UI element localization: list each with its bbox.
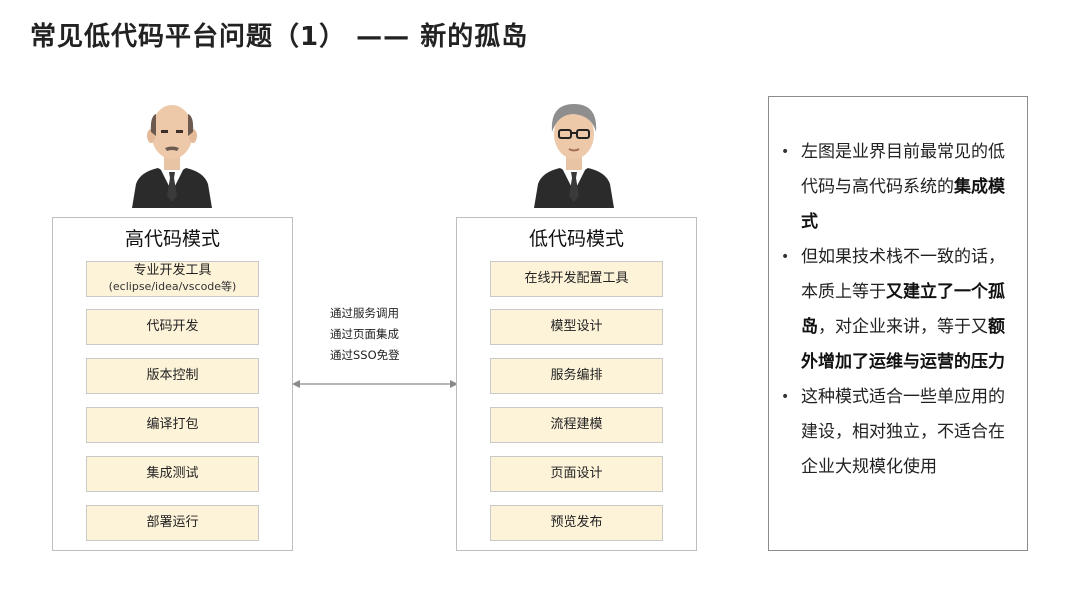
step-label: 在线开发配置工具	[524, 271, 629, 286]
note-bullet-1: • 左图是业界目前最常见的低代码与高代码系统的集成模式	[779, 135, 1013, 240]
double-arrow-icon	[292, 376, 458, 395]
step-label: 集成测试	[146, 466, 199, 481]
note-text: ，对企业来讲，等于又	[818, 317, 988, 337]
low-code-step-service-orchestration: 服务编排	[490, 358, 663, 394]
notes-box: • 左图是业界目前最常见的低代码与高代码系统的集成模式 • 但如果技术栈不一致的…	[768, 96, 1028, 551]
high-code-step-version-control: 版本控制	[86, 358, 259, 394]
low-code-avatar	[532, 96, 616, 208]
step-label: 流程建模	[550, 417, 603, 432]
note-text: 这种模式适合一些单应用的建设，相对独立，不适合在企业大规模化使用	[801, 387, 1005, 477]
step-label: 版本控制	[146, 368, 199, 383]
step-label: 模型设计	[550, 319, 603, 334]
step-label: 代码开发	[146, 319, 199, 334]
integration-method-page: 通过页面集成	[330, 327, 399, 341]
step-label: 编译打包	[146, 417, 199, 432]
high-code-step-deploy: 部署运行	[86, 505, 259, 541]
integration-method-service: 通过服务调用	[330, 306, 399, 320]
businessman-with-glasses-icon	[534, 104, 614, 208]
slide-title: 常见低代码平台问题（1） —— 新的孤岛	[30, 22, 529, 52]
bullet-dot-icon: •	[781, 389, 790, 405]
note-text: 左图是业界目前最常见的低代码与高代码系统的	[801, 142, 1005, 197]
high-code-title: 高代码模式	[124, 228, 220, 250]
low-code-step-page-design: 页面设计	[490, 456, 663, 492]
note-bold-text: 又建立了一个孤岛	[801, 282, 1005, 337]
high-code-step-coding: 代码开发	[86, 309, 259, 345]
high-code-step-integration-test: 集成测试	[86, 456, 259, 492]
note-bold-text: 额外增加了运维与运营的压力	[801, 317, 1005, 372]
bullet-dot-icon: •	[781, 249, 790, 265]
step-sublabel: (eclipse/idea/vscode等)	[108, 280, 237, 293]
step-label: 页面设计	[550, 466, 603, 481]
integration-method-sso: 通过SSO免登	[330, 348, 400, 362]
high-code-step-build: 编译打包	[86, 407, 259, 443]
step-label: 专业开发工具	[133, 263, 212, 278]
integration-methods: 通过服务调用 通过页面集成 通过SSO免登	[330, 303, 420, 366]
note-bullet-3: • 这种模式适合一些单应用的建设，相对独立，不适合在企业大规模化使用	[779, 380, 1013, 485]
high-code-panel: 高代码模式 专业开发工具 (eclipse/idea/vscode等) 代码开发…	[52, 217, 293, 551]
bald-businessman-icon	[132, 105, 212, 208]
low-code-step-online-tool: 在线开发配置工具	[490, 261, 663, 297]
low-code-title: 低代码模式	[528, 228, 624, 250]
note-bullet-2: • 但如果技术栈不一致的话，本质上等于又建立了一个孤岛，对企业来讲，等于又额外增…	[779, 240, 1013, 380]
bullet-dot-icon: •	[781, 144, 790, 160]
step-label: 预览发布	[550, 515, 603, 530]
low-code-step-preview-publish: 预览发布	[490, 505, 663, 541]
low-code-step-model-design: 模型设计	[490, 309, 663, 345]
low-code-panel: 低代码模式 在线开发配置工具 模型设计 服务编排 流程建模 页面设计 预览发布	[456, 217, 697, 551]
note-bold-text: 集成模式	[801, 177, 1005, 232]
low-code-step-process-modeling: 流程建模	[490, 407, 663, 443]
high-code-avatar	[130, 96, 214, 208]
step-label: 部署运行	[146, 515, 199, 530]
high-code-step-dev-tools: 专业开发工具 (eclipse/idea/vscode等)	[86, 261, 259, 297]
step-label: 服务编排	[550, 368, 603, 383]
note-text: 但如果技术栈不一致的话，本质上等于	[801, 247, 1005, 302]
